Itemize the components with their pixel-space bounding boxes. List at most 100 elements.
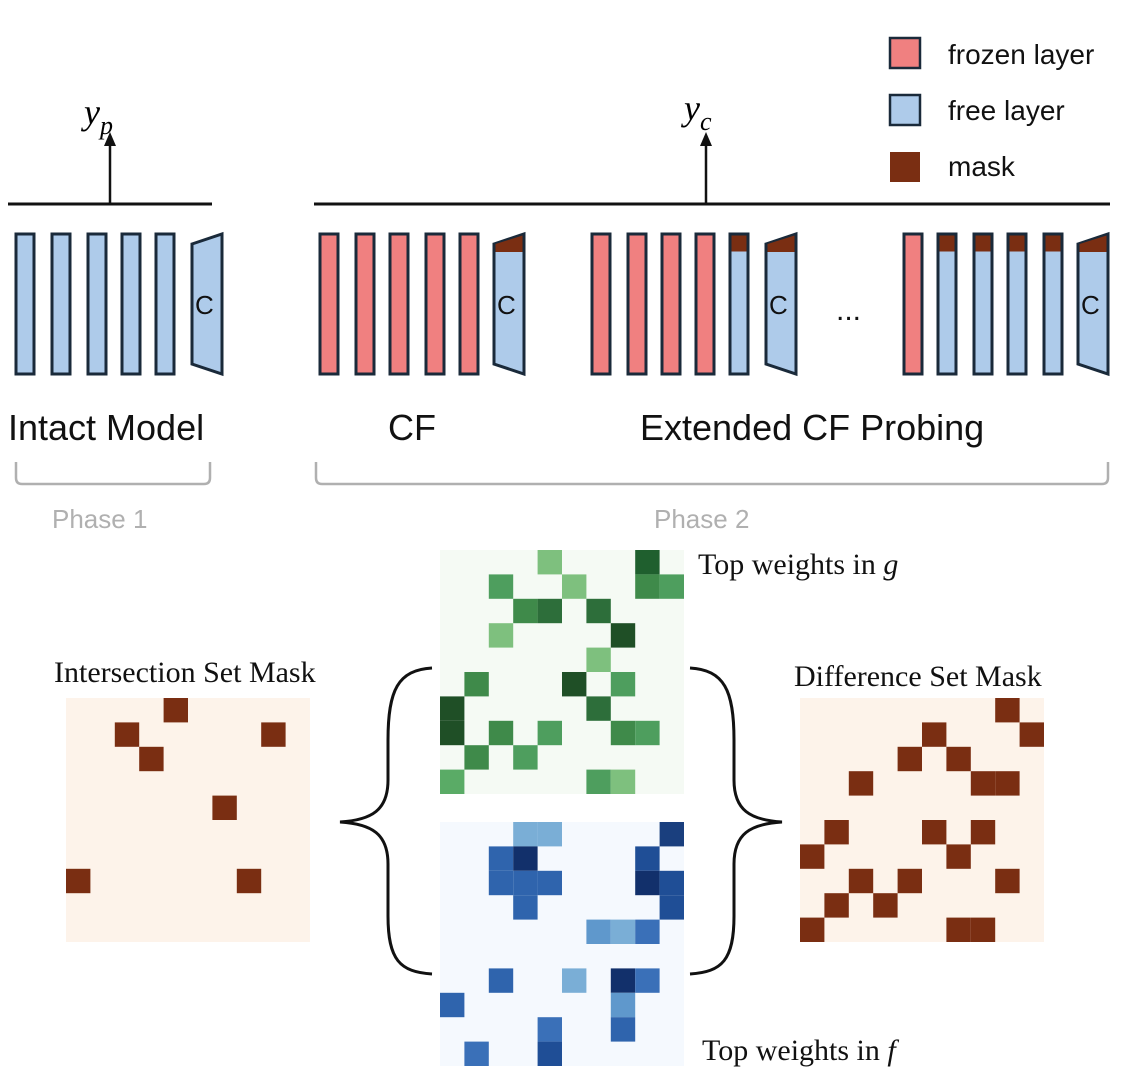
grid-cell xyxy=(586,696,611,721)
grid-cell xyxy=(562,574,587,599)
intersection-mask-grid xyxy=(66,698,310,942)
grid-cell xyxy=(970,820,996,845)
legend-swatch-frozen xyxy=(888,36,922,70)
grid-cell xyxy=(513,846,538,871)
grid-cell xyxy=(562,672,587,697)
grid-cell xyxy=(139,746,164,772)
legend-swatch-free xyxy=(888,93,922,127)
top-weights-f-grid xyxy=(440,822,684,1066)
layer-stack-intact: C xyxy=(14,231,224,377)
grid-cell xyxy=(970,771,996,796)
grid-cell xyxy=(897,746,922,772)
top-weights-g-title: Top weights in g xyxy=(698,548,898,581)
top-weights-f-title: Top weights in f xyxy=(702,1034,899,1067)
classifier-label: C xyxy=(769,290,788,320)
free-layer xyxy=(1042,232,1064,376)
grid-cell xyxy=(873,893,898,918)
intersection-mask-title: Intersection Set Mask xyxy=(54,656,316,689)
grid-cell xyxy=(659,895,684,920)
frozen-layer xyxy=(424,232,446,376)
grid-cell xyxy=(586,598,611,624)
grid-cell xyxy=(440,720,465,746)
intact-output-label: yp xyxy=(81,92,113,140)
grid-cell xyxy=(610,720,636,746)
free-layer xyxy=(972,232,994,376)
group-label-cf: CF xyxy=(388,407,436,448)
classifier-label: C xyxy=(497,290,516,320)
frozen-layer xyxy=(694,232,716,376)
grid-cell xyxy=(562,968,587,993)
classifier-mask-cap xyxy=(495,235,523,252)
grid-cell xyxy=(513,745,538,770)
classifier-layer xyxy=(1076,231,1110,377)
frozen-layer xyxy=(660,232,682,376)
legend-swatch-mask xyxy=(890,152,920,182)
grid-cell xyxy=(488,623,514,648)
grid-cell xyxy=(800,917,825,942)
classifier-mask-cap xyxy=(767,235,795,252)
cf-arrowhead xyxy=(700,132,712,146)
grid-cell xyxy=(537,1017,562,1042)
right-curly-brace xyxy=(689,666,783,976)
legend-label-free: free layer xyxy=(948,95,1065,126)
layer-mask-cap xyxy=(731,235,747,252)
free-layer xyxy=(14,232,36,376)
grid-cell xyxy=(610,968,636,993)
grid-cell xyxy=(513,822,538,847)
grid-cell xyxy=(610,769,636,794)
grid-cell xyxy=(995,698,1020,723)
grid-cell xyxy=(610,1017,636,1042)
grid-cell xyxy=(922,722,947,747)
grid-cell xyxy=(261,722,286,747)
layer-mask-cap xyxy=(939,235,955,252)
frozen-layer xyxy=(902,232,924,376)
free-layer xyxy=(936,232,958,376)
free-layer xyxy=(120,232,142,376)
grid-cell xyxy=(610,992,636,1018)
grid-cell xyxy=(488,968,514,993)
group-label-extended-cf-probing: Extended CF Probing xyxy=(640,407,984,448)
grid-cell xyxy=(537,550,562,575)
grid-cell xyxy=(513,870,538,896)
grid-cell xyxy=(635,870,660,896)
grid-cell xyxy=(610,919,636,944)
grid-cell xyxy=(946,746,971,772)
grid-cell xyxy=(970,917,996,942)
grid-cell xyxy=(440,696,465,721)
grid-cell xyxy=(659,574,684,599)
layer-stack-cf: C xyxy=(318,231,526,377)
layer-mask-cap xyxy=(975,235,991,252)
grid-cell xyxy=(659,870,684,896)
grid-cell xyxy=(635,919,660,944)
frozen-layer xyxy=(318,232,340,376)
grid-cell xyxy=(635,846,660,871)
free-layer xyxy=(728,232,750,376)
frozen-layer xyxy=(388,232,410,376)
frozen-layer xyxy=(458,232,480,376)
grid-cell xyxy=(236,868,262,894)
free-layer xyxy=(86,232,108,376)
grid-cell xyxy=(635,574,660,599)
top-weights-g-grid xyxy=(440,550,684,794)
grid-cell xyxy=(659,822,684,847)
grid-cell xyxy=(848,771,874,796)
grid-cell xyxy=(824,820,849,845)
intact-arrowhead xyxy=(104,132,116,146)
grid-cell xyxy=(464,745,489,770)
grid-cell xyxy=(66,868,91,894)
grid-cell xyxy=(440,769,465,794)
grid-cell xyxy=(464,672,489,697)
grid-cell xyxy=(635,968,660,993)
difference-mask-title: Difference Set Mask xyxy=(794,660,1042,693)
grid-cell xyxy=(464,1041,489,1066)
grid-cell xyxy=(800,844,825,869)
intact-output: yp xyxy=(8,92,212,206)
grid-cell xyxy=(922,820,947,845)
grid-cell xyxy=(635,550,660,575)
grid-cell xyxy=(537,1041,562,1066)
phase-1-bracket xyxy=(14,462,212,486)
grid-cell xyxy=(946,844,971,869)
classifier-mask-cap xyxy=(1079,235,1107,252)
classifier-layer xyxy=(492,231,526,377)
